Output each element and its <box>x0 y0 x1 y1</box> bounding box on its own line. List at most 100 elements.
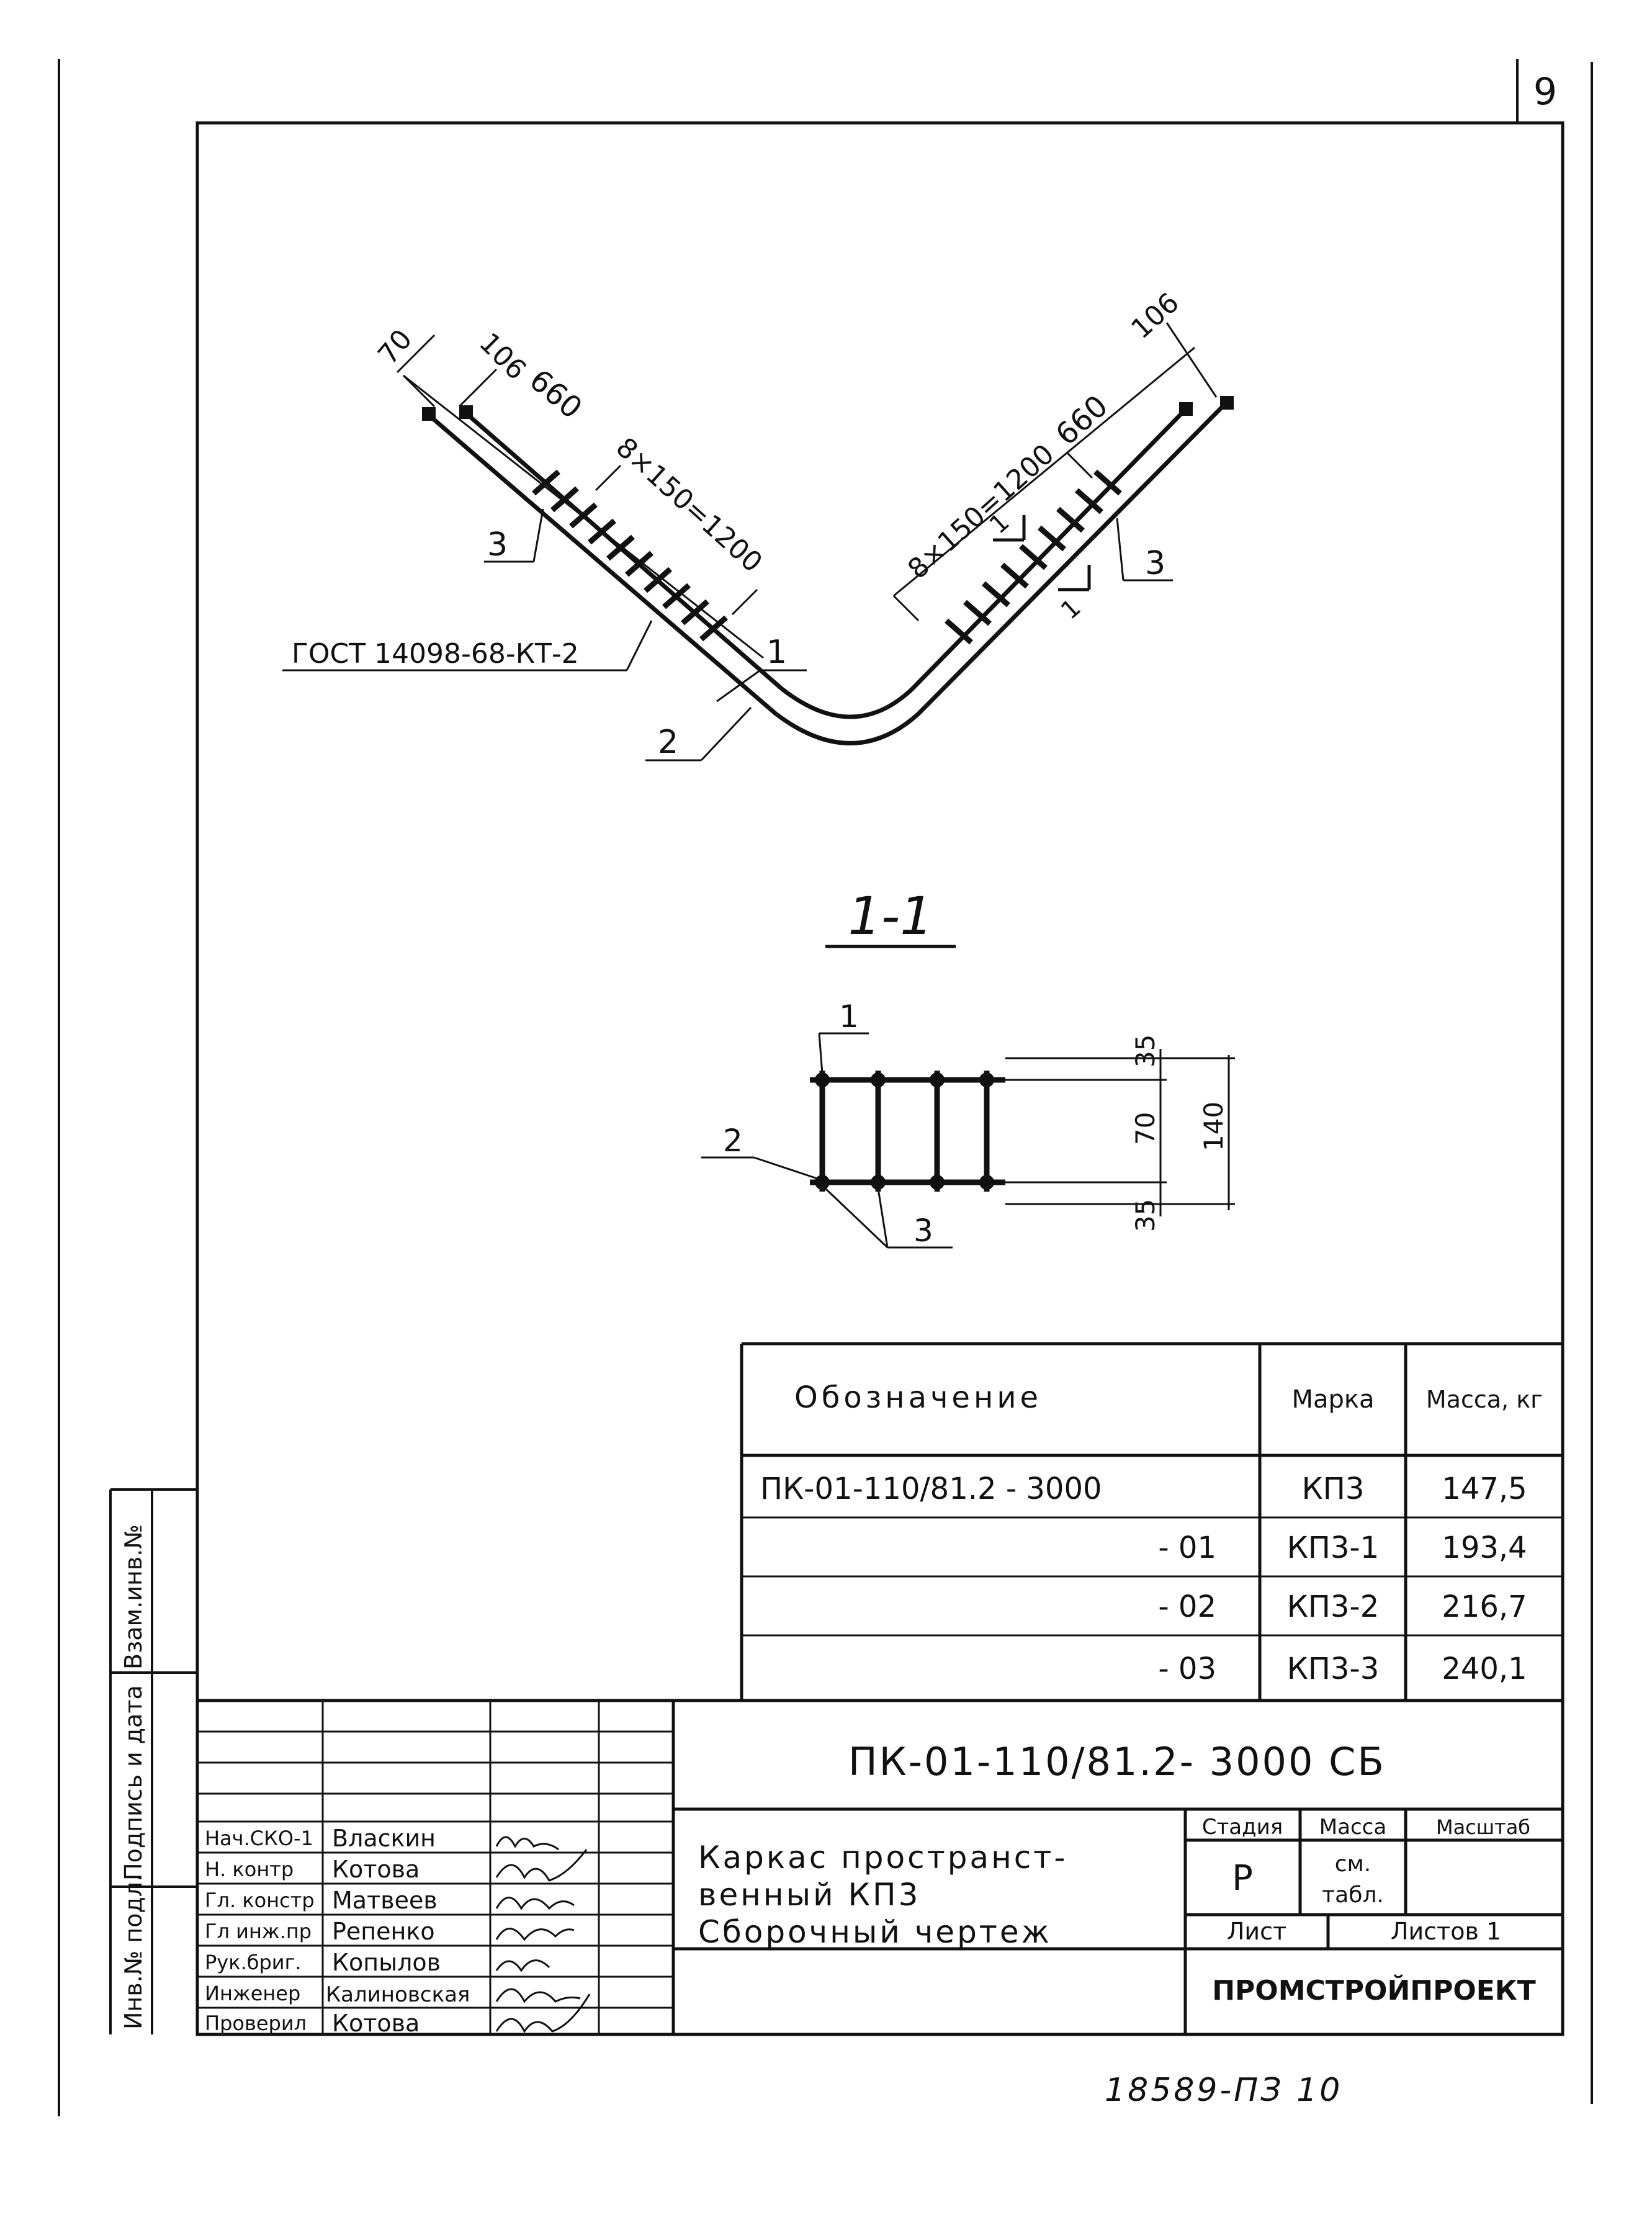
spec-row-mark: КП3 <box>1302 1472 1365 1506</box>
spec-header-designation: Обозначение <box>794 1380 1042 1415</box>
bar-end-marker <box>1179 402 1193 416</box>
section-callout-1: 1 <box>839 999 859 1035</box>
staff-row: Рук.бриг. Копылов <box>205 1949 441 1976</box>
table-row: - 02 КП3-2 216,7 <box>1158 1589 1527 1624</box>
callout-2: 2 <box>658 724 678 761</box>
mass-value-1: см. <box>1335 1851 1371 1877</box>
sheet-number-box: 9 <box>1517 70 1563 124</box>
archive-number: 18589-ПЗ 10 <box>1105 2072 1342 2109</box>
bar-end-marker <box>1220 396 1234 410</box>
frame-main-view: 70 106 660 8×150=1200 106 660 8×150=1200… <box>282 287 1234 762</box>
section-title: 1-1 <box>848 886 933 946</box>
staff-role: Нач.СКО-1 <box>205 1827 313 1850</box>
table-row: - 01 КП3-1 193,4 <box>1158 1530 1527 1565</box>
left-dimension-lines <box>396 334 764 659</box>
callout-3-left: 3 <box>487 526 508 564</box>
staff-role: Н. контр <box>205 1858 294 1881</box>
rebar-outer <box>426 402 1228 745</box>
title-line-3: Сборочный чертеж <box>698 1914 1052 1950</box>
section-1-1: 1-1 35 70 35 140 <box>701 886 1235 1249</box>
section-callout-leaders <box>701 1032 953 1249</box>
right-dimension-lines <box>892 322 1218 622</box>
section-cut-marks <box>993 515 1091 591</box>
staff-role: Гл инж.пр <box>205 1920 312 1943</box>
dim-70: 70 <box>1130 1112 1160 1145</box>
staff-row: Инженер Калиновская <box>205 1982 470 2007</box>
doc-code: ПК-01-110/81.2- 3000 СБ <box>848 1739 1386 1784</box>
title-block: ПК-01-110/81.2- 3000 СБ Каркас пространс… <box>197 1699 1563 2037</box>
spec-table: Обозначение Марка Масса, кг ПК-01-110/81… <box>740 1342 1563 1701</box>
staff-name: Котова <box>332 2010 420 2037</box>
dim-left-106: 106 <box>473 327 532 386</box>
stage-value: Р <box>1232 1858 1253 1899</box>
staff-row: Проверил Котова <box>205 2010 420 2037</box>
spec-header-mark: Марка <box>1291 1385 1374 1414</box>
sheet-label: Лист <box>1227 1918 1286 1945</box>
spec-header-mass: Масса, кг <box>1426 1386 1543 1413</box>
dim-left-70: 70 <box>372 323 418 371</box>
left-binding-strip: Взам.инв.№ Подпись и дата Инв.№ подл. <box>109 1488 197 2034</box>
stage-label: Стадия <box>1202 1815 1283 1840</box>
dim-left-660: 660 <box>523 362 588 426</box>
callout-1: 1 <box>766 634 787 671</box>
staff-name: Власкин <box>332 1825 436 1852</box>
section-callout-3: 3 <box>914 1213 933 1249</box>
sheets-label: Листов 1 <box>1391 1918 1501 1945</box>
mass-label: Масса <box>1319 1815 1386 1840</box>
rebar-inner <box>464 408 1187 719</box>
dim-140: 140 <box>1198 1102 1229 1151</box>
staff-name: Матвеев <box>332 1887 438 1914</box>
dim-35-bottom: 35 <box>1130 1199 1160 1232</box>
strip-podpis-data: Подпись и дата <box>120 1685 147 1881</box>
organization: ПРОМСТРОЙПРОЕКТ <box>1212 1974 1536 2007</box>
spec-row-mass: 147,5 <box>1442 1472 1527 1506</box>
spec-row-mark: КП3-3 <box>1287 1652 1380 1686</box>
table-row: - 03 КП3-3 240,1 <box>1158 1652 1527 1686</box>
dim-35-top: 35 <box>1130 1035 1160 1067</box>
strip-vzam-inv: Взам.инв.№ <box>120 1524 147 1670</box>
sheet-frame <box>58 59 1593 2116</box>
callout-3-right: 3 <box>1145 545 1165 582</box>
bar-end-marker <box>422 407 436 421</box>
section-rebar-dots <box>815 1072 994 1190</box>
dim-right-660: 660 <box>1049 389 1115 452</box>
right-crossbars <box>945 469 1122 645</box>
callout-leaders <box>282 508 1173 762</box>
spec-row-designation: - 02 <box>1158 1589 1216 1624</box>
gost-label: ГОСТ 14098-68-КТ-2 <box>292 638 579 670</box>
staff-role: Проверил <box>205 2011 307 2035</box>
strip-inv-podl: Инв.№ подл. <box>120 1874 147 2029</box>
left-crossbars <box>532 469 728 642</box>
spec-row-designation: - 01 <box>1158 1530 1216 1565</box>
staff-row: Нач.СКО-1 Власкин <box>205 1825 436 1852</box>
sheet-number: 9 <box>1533 70 1557 114</box>
staff-role: Инженер <box>205 1982 300 2005</box>
spec-row-mass: 193,4 <box>1442 1530 1527 1565</box>
spec-row-designation: - 03 <box>1158 1652 1216 1686</box>
mass-value-2: табл. <box>1322 1882 1384 1908</box>
staff-role: Гл. констр <box>205 1889 315 1912</box>
staff-row: Гл инж.пр Репенко <box>205 1918 435 1945</box>
staff-role: Рук.бриг. <box>205 1951 302 1974</box>
title-line-1: Каркас пространст- <box>698 1840 1067 1876</box>
spec-row-mark: КП3-1 <box>1287 1530 1380 1565</box>
staff-name: Репенко <box>332 1918 435 1945</box>
section-callout-2: 2 <box>723 1123 743 1159</box>
scale-label: Масштаб <box>1436 1815 1530 1839</box>
spec-row-mark: КП3-2 <box>1287 1589 1380 1624</box>
section-mark-bottom: 1 <box>1056 593 1087 625</box>
signature-marks <box>495 1836 591 2033</box>
staff-name: Калиновская <box>326 1982 470 2007</box>
staff-row: Н. контр Котова <box>205 1856 420 1883</box>
section-frame <box>810 1071 1005 1192</box>
section-dimensions <box>1005 1049 1235 1216</box>
staff-row: Гл. констр Матвеев <box>205 1887 438 1914</box>
spec-row-designation: ПК-01-110/81.2 - 3000 <box>760 1472 1102 1506</box>
spec-row-mass: 216,7 <box>1442 1589 1527 1624</box>
staff-name: Копылов <box>332 1949 441 1976</box>
bar-end-marker <box>459 405 473 419</box>
title-line-2: венный КП3 <box>698 1877 920 1913</box>
table-row: ПК-01-110/81.2 - 3000 КП3 147,5 <box>760 1472 1527 1506</box>
staff-name: Котова <box>332 1856 420 1883</box>
